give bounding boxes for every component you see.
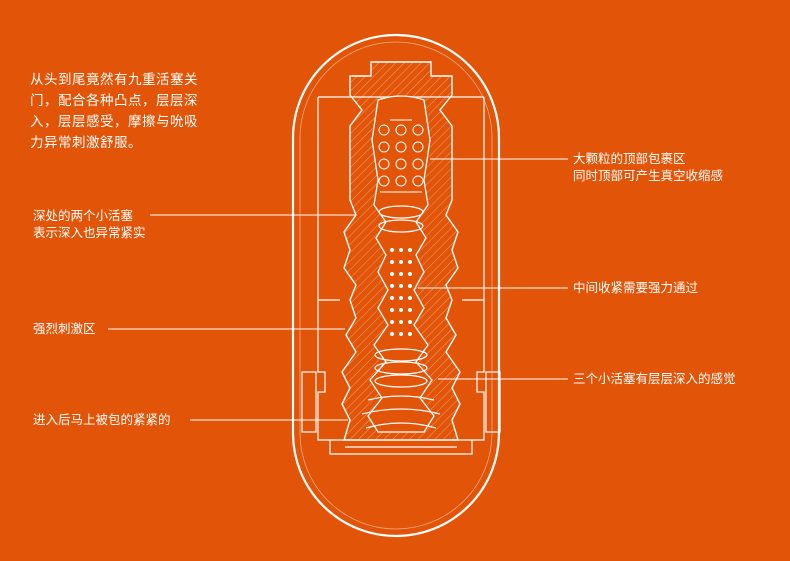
middle-nub-field <box>390 248 412 336</box>
bead <box>412 158 424 170</box>
intro-paragraph: 从头到尾竟然有九重活塞关 门，配合各种凸点，层层深 入，层层感受，摩擦与吮吸 力… <box>30 70 235 154</box>
callout-line: 进入后马上被包的紧紧的 <box>33 412 171 427</box>
capsule-outer-shell <box>291 33 501 538</box>
bead <box>378 158 390 170</box>
callout-line: 深处的两个小活塞 <box>33 208 134 223</box>
callout-middle-tight: 中间收紧需要强力通过 <box>573 279 698 296</box>
piston-ring <box>374 361 428 375</box>
callout-line: 大颗粒的顶部包裹区 <box>573 151 686 166</box>
bead <box>395 158 407 170</box>
piston-ring <box>374 348 428 362</box>
callout-line: 中间收紧需要强力通过 <box>573 280 699 295</box>
callout-entrance-grip: 进入后马上被包的紧紧的 <box>33 411 171 428</box>
piston-ring <box>378 219 424 233</box>
bead <box>378 175 390 187</box>
callout-stimulation-zone: 强烈刺激区 <box>33 320 96 337</box>
top-bead-cluster <box>378 119 424 193</box>
bead <box>412 124 424 136</box>
bead <box>378 141 390 153</box>
callout-line: 三个小活塞有层层深入的感觉 <box>573 371 736 386</box>
callout-deep-pistons: 深处的两个小活塞 表示深入也异常紧实 <box>33 207 146 241</box>
piston-ring <box>378 205 424 219</box>
lower-pistons <box>374 348 428 388</box>
callout-line: 强烈刺激区 <box>33 321 96 336</box>
bead <box>395 175 407 187</box>
intro-line: 力异常刺激舒服。 <box>30 135 142 151</box>
deep-pistons <box>378 205 424 233</box>
intro-line: 入，层层感受，摩擦与吮吸 <box>30 114 198 130</box>
callout-three-pistons: 三个小活塞有层层深入的感觉 <box>573 370 736 387</box>
callout-line: 同时顶部可产生真空收缩感 <box>573 168 724 183</box>
bead <box>395 124 407 136</box>
piston-ring <box>374 374 428 388</box>
bead <box>412 141 424 153</box>
intro-line: 从头到尾竟然有九重活塞关 <box>30 72 198 88</box>
base-cap <box>329 440 473 455</box>
bead <box>378 124 390 136</box>
bead <box>412 175 424 187</box>
callout-top-wrap: 大颗粒的顶部包裹区 同时顶部可产生真空收缩感 <box>573 150 723 184</box>
entrance-bellows <box>361 395 441 429</box>
callout-line: 表示深入也异常紧实 <box>33 225 146 240</box>
capsule-inner-shell <box>299 41 493 530</box>
intro-line: 门，配合各种凸点，层层深 <box>30 93 198 109</box>
bead <box>395 141 407 153</box>
